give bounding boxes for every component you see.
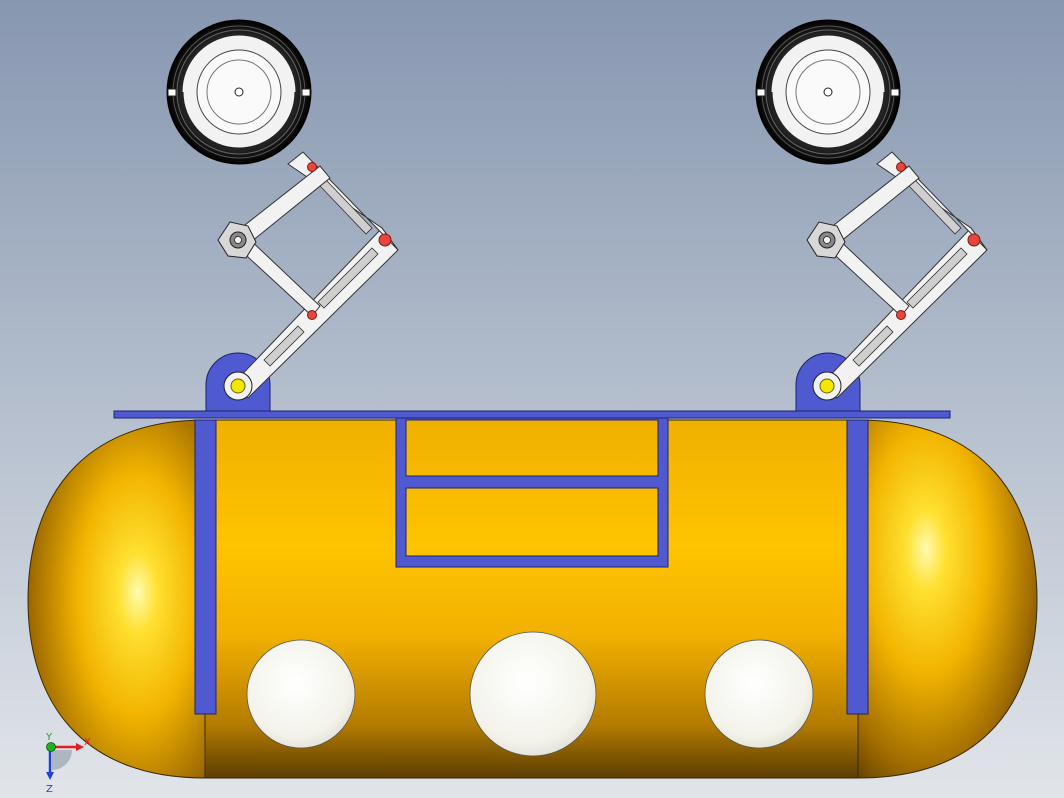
left-wheel[interactable] (166, 19, 312, 165)
portholes (246, 631, 814, 757)
left-strap[interactable] (194, 419, 217, 715)
right-leg-assembly[interactable] (806, 151, 988, 401)
tank-left-end-cap[interactable] (27, 419, 206, 779)
y-axis-dot (46, 742, 56, 752)
z-axis-arrowhead (46, 772, 54, 780)
left-hub[interactable] (234, 87, 244, 97)
top-mounting-plate[interactable] (113, 410, 951, 419)
right-upper-pin[interactable] (896, 162, 906, 172)
porthole-right[interactable] (704, 639, 814, 749)
right-lower-link-slot (906, 247, 968, 309)
triad-base-arc (52, 750, 72, 770)
right-lower-pin[interactable] (896, 310, 906, 320)
left-upper-pin[interactable] (307, 162, 317, 172)
x-axis-label: X (84, 737, 91, 748)
y-axis-label: Y (45, 732, 53, 743)
left-bearing-housing[interactable] (217, 221, 257, 259)
porthole-left[interactable] (246, 639, 356, 749)
right-lower-link-slot-2 (852, 325, 894, 367)
coordinate-triad[interactable]: X Y Z (45, 732, 91, 795)
right-knee-pin[interactable] (967, 233, 981, 247)
mounting-frame[interactable] (113, 352, 951, 715)
z-axis-label: Z (46, 784, 53, 795)
left-leg-assembly[interactable] (217, 151, 399, 401)
right-hinge-pin[interactable] (819, 378, 835, 394)
left-lower-link-slot (317, 247, 379, 309)
right-strap[interactable] (846, 419, 869, 715)
left-hinge-pin[interactable] (230, 378, 246, 394)
x-axis-arrowhead (76, 743, 84, 751)
center-bracket-frame[interactable] (395, 417, 669, 568)
left-knee-pin[interactable] (378, 233, 392, 247)
left-lower-pin[interactable] (307, 310, 317, 320)
right-bearing-housing[interactable] (806, 221, 846, 259)
left-lower-link-slot-2 (263, 325, 305, 367)
porthole-center[interactable] (469, 631, 597, 757)
tank-right-end-cap[interactable] (857, 419, 1038, 779)
right-hub[interactable] (823, 87, 833, 97)
right-wheel[interactable] (755, 19, 901, 165)
